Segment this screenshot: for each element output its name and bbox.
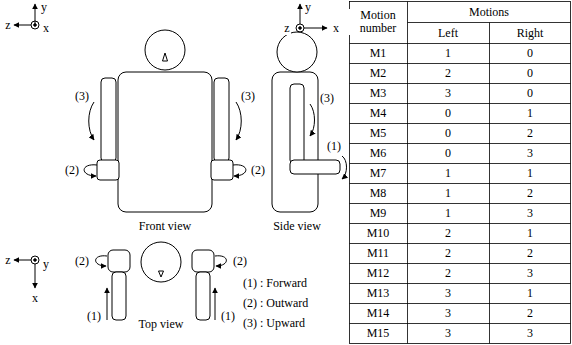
motion-code: 1: [444, 207, 452, 220]
motion-code: 3: [526, 207, 534, 220]
motion-code: 2: [526, 307, 534, 320]
axis-label: x: [42, 22, 50, 35]
motion-code: 0: [444, 107, 452, 120]
motion-number: (2): [74, 255, 90, 268]
motion-code: 2: [444, 67, 452, 80]
row-line: [350, 63, 571, 64]
motion-number: (3): [240, 90, 256, 103]
motion-code: 2: [444, 227, 452, 240]
motion-code: 1: [526, 227, 534, 240]
motion-id: M1: [369, 47, 388, 60]
table-header: Right: [516, 27, 545, 40]
axis-label: y: [40, 1, 48, 14]
view-caption: Front view: [138, 220, 192, 233]
motion-number: (2): [64, 164, 80, 177]
motion-id: M8: [369, 187, 388, 200]
row-line: [350, 163, 571, 164]
motion-code: 1: [444, 47, 452, 60]
row-line: [350, 283, 571, 284]
table-grid: [350, 2, 571, 344]
motion-number: (1): [326, 140, 342, 153]
motion-code: 3: [444, 87, 452, 100]
row-line: [350, 323, 571, 324]
row-line: [350, 143, 571, 144]
motion-code: 2: [444, 247, 452, 260]
motion-number: (2): [250, 164, 266, 177]
row-line: [350, 123, 571, 124]
motion-number: (3): [319, 92, 335, 105]
motion-code: 0: [526, 87, 534, 100]
motion-code: 3: [444, 287, 452, 300]
motion-id: M10: [366, 227, 391, 240]
motion-id: M15: [366, 327, 391, 340]
axis-label: x: [332, 22, 340, 35]
motion-code: 0: [526, 47, 534, 60]
motion-code: 1: [444, 167, 452, 180]
key-entry: (3) : Upward: [242, 317, 306, 330]
motion-code: 3: [526, 147, 534, 160]
motion-code: 0: [444, 127, 452, 140]
motion-code: 3: [444, 327, 452, 340]
row-line: [350, 303, 571, 304]
motion-id: M3: [369, 87, 388, 100]
motion-id: M5: [369, 127, 388, 140]
motion-id: M12: [366, 267, 391, 280]
key-entry: (2) : Outward: [242, 297, 309, 310]
row-line: [350, 103, 571, 104]
motion-id: M11: [366, 247, 390, 260]
motion-code: 1: [526, 167, 534, 180]
motion-number: (1): [86, 310, 102, 323]
row-line: [350, 243, 571, 244]
motion-code: 1: [526, 107, 534, 120]
axis-label: z: [283, 22, 290, 35]
motion-code: 1: [444, 187, 452, 200]
motion-id: M14: [366, 307, 391, 320]
row-line: [350, 223, 571, 224]
axis-label: z: [4, 254, 11, 267]
motion-code: 3: [526, 267, 534, 280]
row-line: [350, 83, 571, 84]
motion-code: 2: [444, 267, 452, 280]
motion-code: 0: [444, 147, 452, 160]
motion-code: 1: [526, 287, 534, 300]
axis-label: x: [31, 292, 39, 305]
motion-number: (3): [74, 90, 90, 103]
motion-code: 2: [526, 187, 534, 200]
motion-code: 3: [526, 327, 534, 340]
axis-label: y: [304, 1, 312, 14]
motion-id: M2: [369, 67, 388, 80]
motion-id: M9: [369, 207, 388, 220]
table-header: Motions: [468, 6, 510, 19]
motion-id: M6: [369, 147, 388, 160]
row-line: [350, 43, 571, 44]
motion-number: (2): [232, 255, 248, 268]
row-line: [350, 263, 571, 264]
axis-label: z: [4, 19, 11, 32]
key-entry: (1) : Forward: [242, 277, 308, 290]
axis-label: y: [42, 258, 50, 271]
table-header: Left: [437, 27, 459, 40]
motion-code: 0: [526, 67, 534, 80]
motion-id: M4: [369, 107, 388, 120]
row-line: [350, 183, 571, 184]
motion-code: 3: [444, 307, 452, 320]
view-caption: Side view: [272, 220, 322, 233]
table-header: Motion number: [349, 9, 407, 35]
motion-code: 2: [526, 127, 534, 140]
row-line: [350, 203, 571, 204]
motion-code: 2: [526, 247, 534, 260]
motion-id: M13: [366, 287, 391, 300]
motion-id: M7: [369, 167, 388, 180]
motion-number: (1): [220, 310, 236, 323]
view-caption: Top view: [138, 318, 185, 331]
